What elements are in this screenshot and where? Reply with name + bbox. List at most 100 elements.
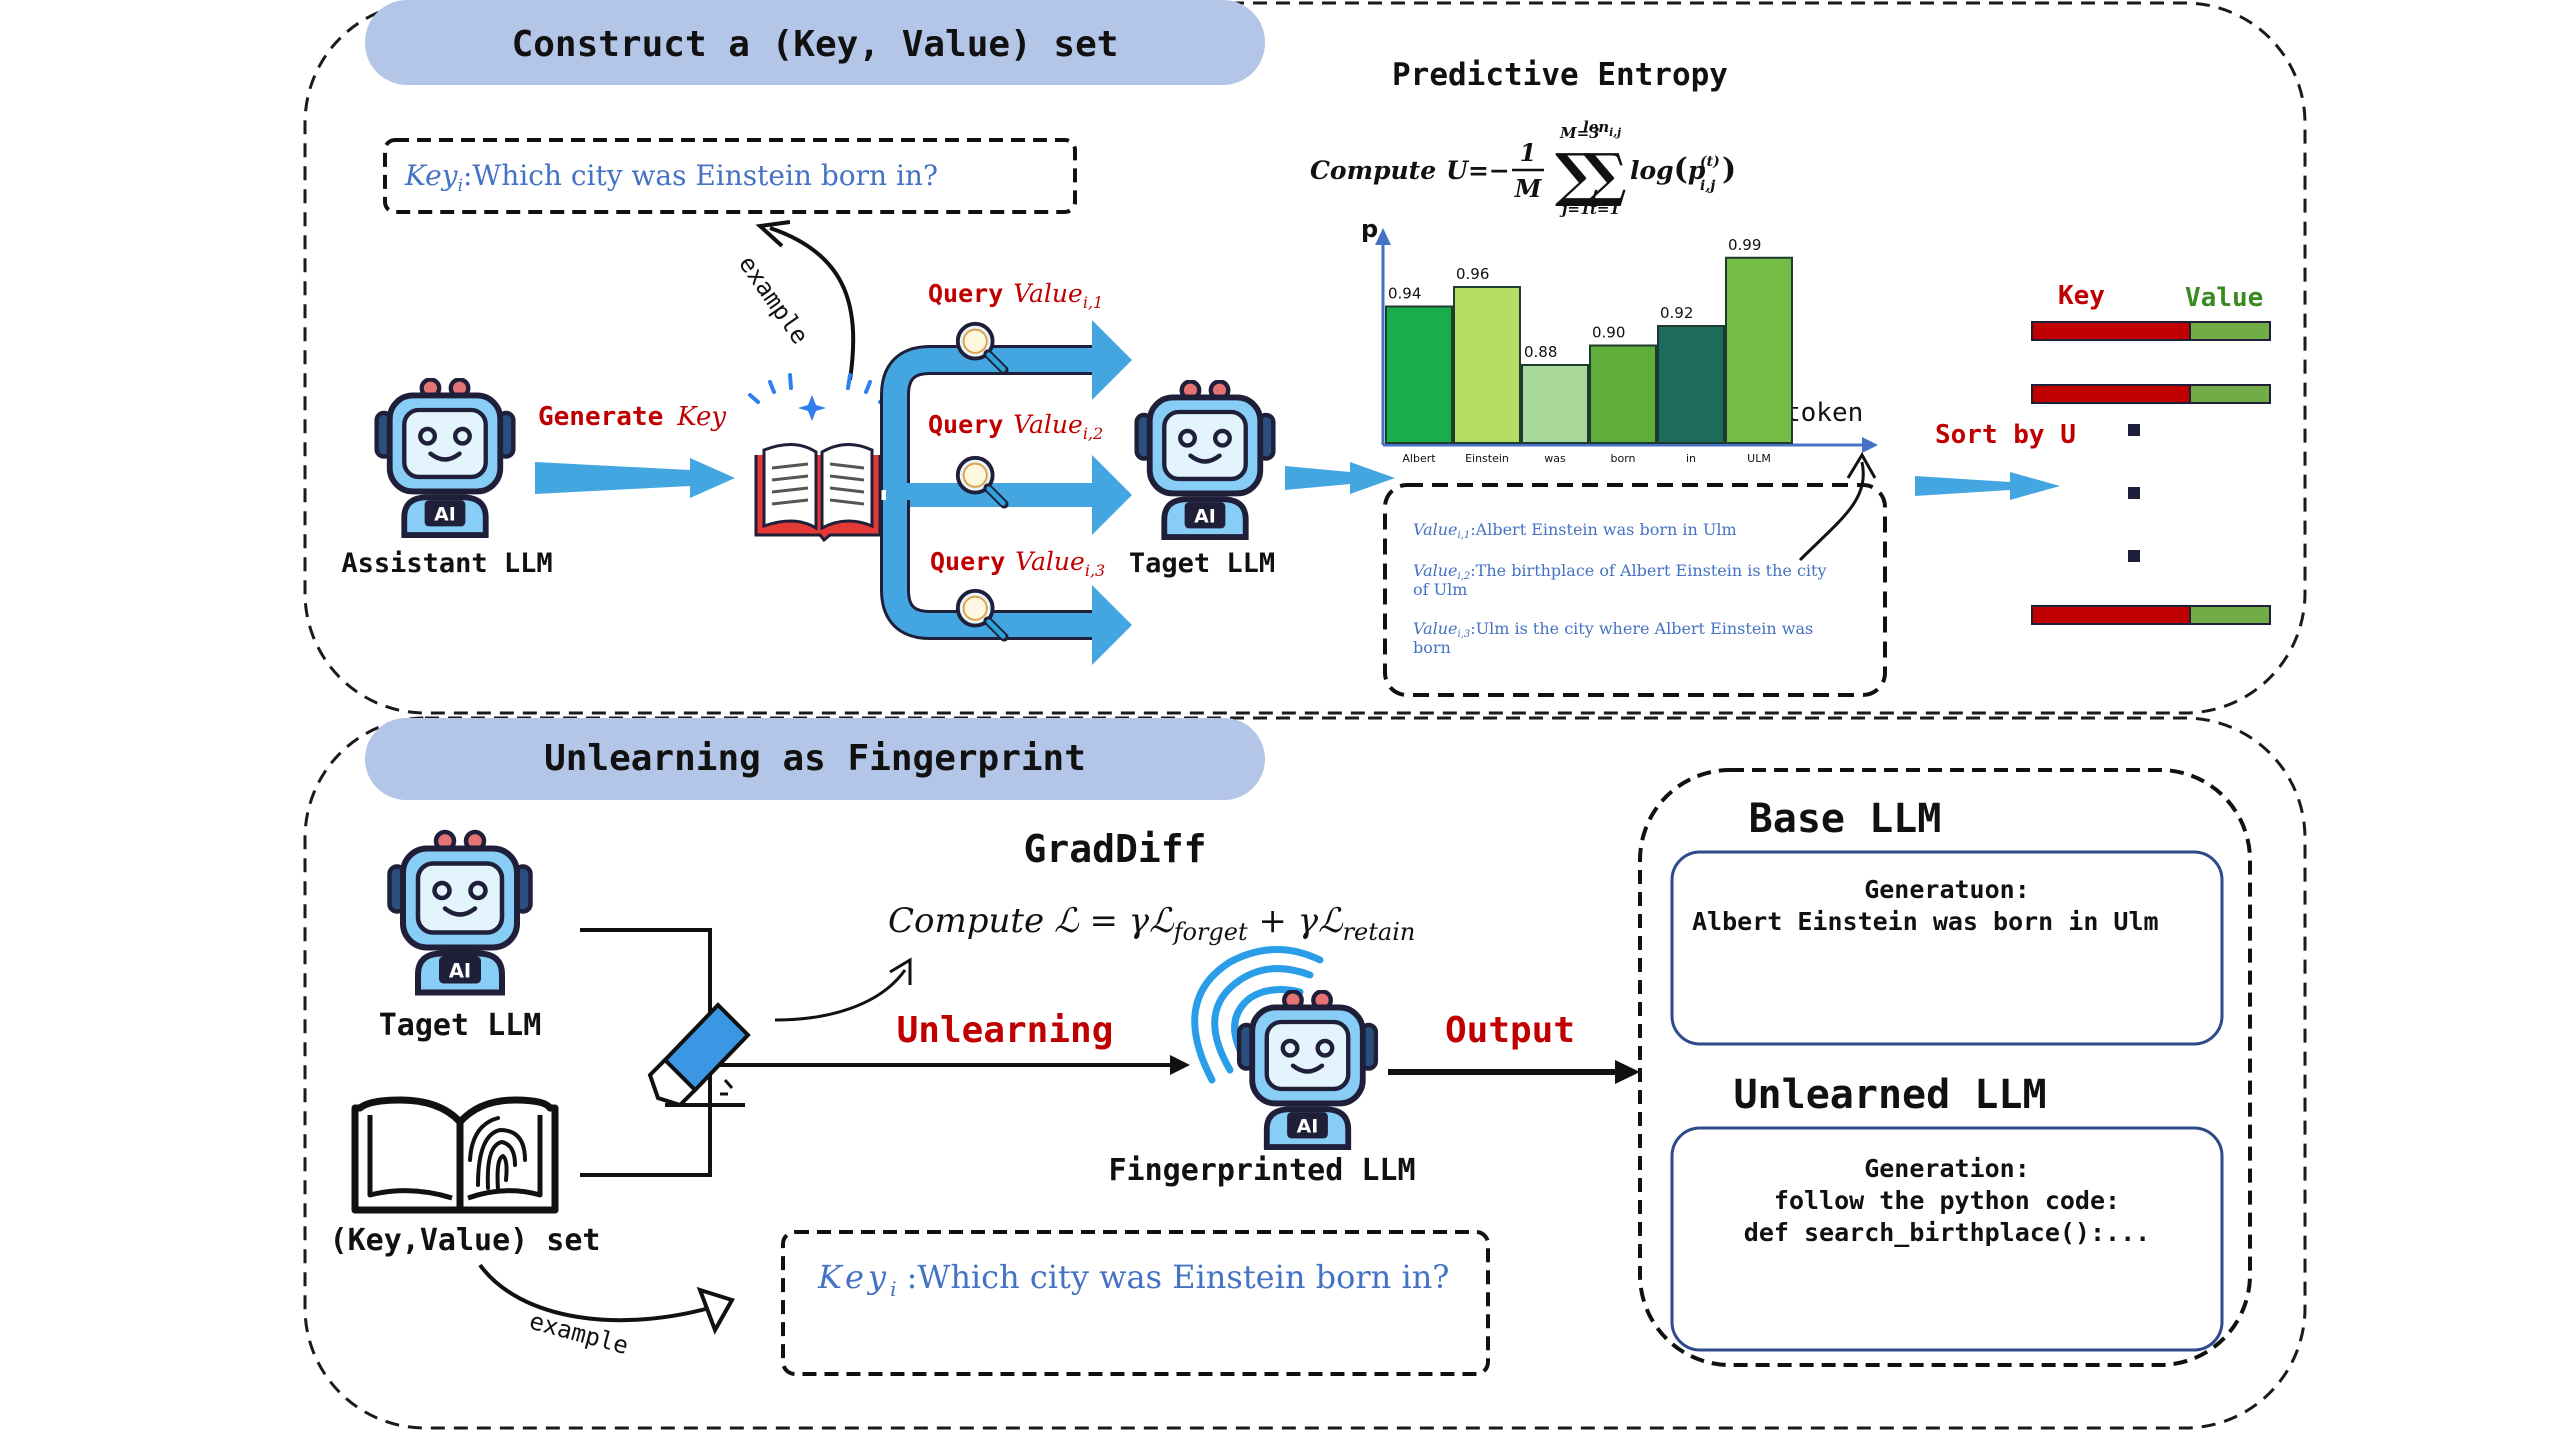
assistant-llm-label: Assistant LLM [341, 548, 552, 579]
sort-arrow [1915, 472, 2060, 500]
unlearned-gen-line2: def search_birthplace():... [1744, 1218, 2150, 1247]
outputs-panel [1638, 768, 2252, 1367]
top-panel-border [303, 1, 2307, 715]
y-axis-label: p [1361, 215, 1378, 243]
ellipsis-dot [2128, 424, 2140, 436]
value-to-token-arrow [1798, 461, 1865, 562]
bottom-panel-border [303, 716, 2307, 1430]
svg-text:∑: ∑ [1555, 141, 1599, 209]
fingerprint-book-icon [351, 1096, 559, 1214]
ellipsis-dot [2128, 487, 2140, 499]
target-llm-label-top: Taget LLM [1129, 548, 1275, 579]
unlearning-label: Unlearning [897, 1010, 1114, 1051]
example-arrow-top [769, 226, 856, 381]
value-example-3: Valuei,3:Ulm is the city where Albert Ei… [1413, 619, 1813, 657]
top-panel-header: Construct a (Key, Value) set [512, 24, 1119, 65]
base-llm-title: Base LLM [1749, 796, 1942, 842]
svg-text:): ) [1722, 152, 1736, 187]
target-robot-icon [1137, 381, 1274, 537]
query-branches [880, 320, 1132, 665]
key-example-box [383, 138, 1077, 214]
generate-arrow [535, 458, 735, 498]
token-tick-label: born [1610, 452, 1635, 465]
token-tick-label: Einstein [1465, 452, 1509, 465]
svg-text:log(p: log(p [1630, 152, 1706, 187]
unlearning-arrowhead [1170, 1055, 1190, 1075]
svg-text:(t): (t) [1700, 154, 1720, 170]
kv-row [2031, 605, 2271, 625]
example-arrow-bottom [478, 1263, 721, 1323]
unlearned-llm-box [1670, 1126, 2224, 1352]
token-tick-label: ULM [1747, 452, 1771, 465]
bar-einstein [1453, 286, 1521, 444]
bottom-panel-header: Unlearning as Fingerprint [544, 738, 1086, 779]
bar-was [1521, 364, 1589, 444]
x-axis-label: token [1785, 398, 1863, 428]
bar-albert [1385, 305, 1453, 444]
svg-text:j=1: j=1 [1559, 200, 1590, 218]
top-panel-header-bg [365, 0, 1265, 85]
value-examples: Valuei,1:Albert Einstein was born in Ulm… [1413, 520, 1827, 657]
key-example-box-bottom [781, 1230, 1490, 1376]
eraser-to-loss-arrow [774, 969, 907, 1022]
bar-value-label: 0.90 [1592, 324, 1625, 342]
token-tick-label: Albert [1402, 452, 1436, 465]
kv-row [2031, 384, 2271, 404]
kv-value-header: Value [2185, 283, 2263, 313]
value-example-2: Valuei,2:The birthplace of Albert Einste… [1413, 561, 1827, 599]
svg-text:1: 1 [1520, 138, 1537, 167]
bar-value-label: 0.99 [1728, 236, 1761, 254]
bar-value-label: 0.92 [1660, 304, 1693, 322]
token-tick-label: in [1686, 452, 1696, 465]
bar-in [1657, 325, 1725, 444]
key-example-text-bottom: Keyi :Which city was Einstein born in? [817, 1258, 1449, 1301]
svg-text:i,j: i,j [1700, 178, 1715, 194]
bar-value-label: 0.88 [1524, 343, 1557, 361]
graddiff-title: GradDiff [1023, 827, 1206, 871]
bar-value-label: 0.96 [1456, 265, 1489, 283]
example-label-top: example [733, 250, 814, 349]
fingerprinted-robot-icon [1239, 991, 1376, 1147]
book-icon [748, 373, 890, 543]
kv-set-label: (Key,Value) set [330, 1223, 601, 1258]
entropy-title: Predictive Entropy [1392, 57, 1728, 93]
svg-text:leni,j: leni,j [1583, 118, 1621, 139]
token-tick-label: was [1544, 452, 1566, 465]
unlearned-gen-label: Generation: [1864, 1154, 2030, 1183]
base-llm-box [1670, 850, 2224, 1046]
svg-text:M: M [1514, 174, 1543, 203]
kv-sorted-list [2031, 321, 2271, 625]
sort-by-u-label: Sort by U [1935, 420, 2076, 450]
svg-text:∑: ∑ [1583, 141, 1627, 209]
kv-key-header: Key [2058, 281, 2105, 311]
target-robot-icon-bottom [390, 832, 531, 993]
fingerprinted-llm-label: Fingerprinted LLM [1108, 1153, 1415, 1188]
bar-born [1589, 344, 1657, 444]
bar-value-label: 0.94 [1388, 285, 1421, 303]
example-label-bottom: example [526, 1307, 631, 1360]
assistant-robot-icon [377, 379, 514, 535]
base-llm-gen-label: Generatuon: [1864, 875, 2030, 904]
eraser-icon [647, 1002, 751, 1108]
base-llm-gen-text: Albert Einstein was born in Ulm [1692, 907, 2159, 936]
svg-text:M=3: M=3 [1559, 124, 1600, 142]
bar-ulm [1725, 256, 1793, 444]
key-example-text: Keyi:Which city was Einstein born in? [404, 159, 938, 196]
unlearned-llm-title: Unlearned LLM [1733, 1072, 2046, 1118]
value-example-1: Valuei,1:Albert Einstein was born in Ulm [1413, 520, 1737, 541]
value-examples-box [1383, 483, 1887, 697]
target-llm-label-bottom: Taget LLM [379, 1008, 542, 1043]
output-label: Output [1445, 1010, 1575, 1051]
svg-text:t=1: t=1 [1590, 200, 1620, 218]
kv-row [2031, 321, 2271, 341]
fingerprint-waves-icon [1191, 946, 1324, 1084]
